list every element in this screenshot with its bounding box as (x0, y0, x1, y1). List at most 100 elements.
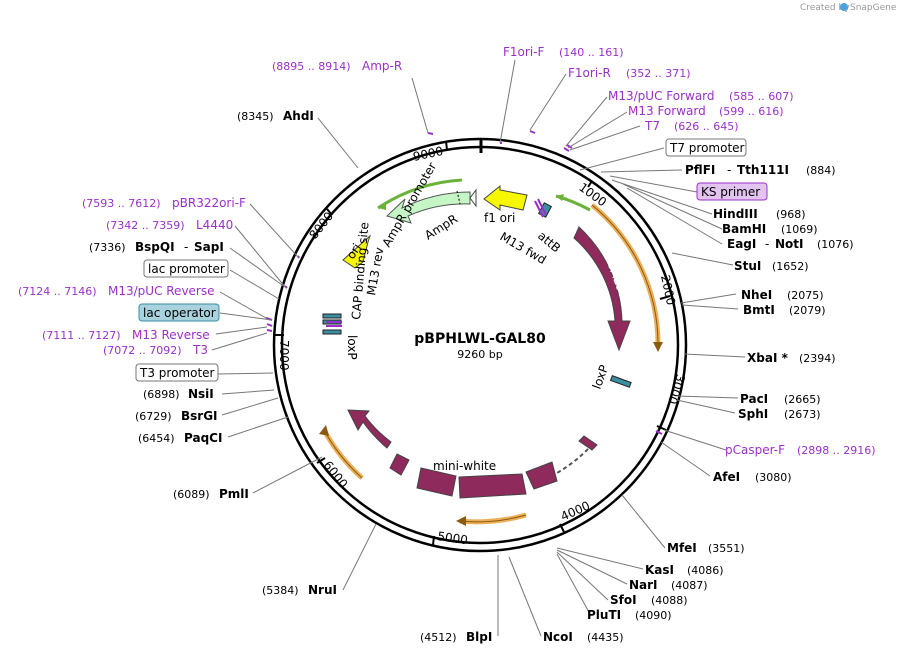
primer-m13pucrev-pos: (7124 .. 7146) (18, 285, 97, 298)
site-hindiii-name: HindIII (713, 207, 758, 221)
site-xbai-pos: (2394) (799, 352, 836, 365)
t3-promoter-box (135, 363, 219, 382)
tick-label-9000: 9000 (412, 144, 445, 164)
site-nhei-name: NheI (741, 288, 772, 302)
miniwhite-seg2 (525, 461, 558, 490)
site-stui-pos: (1652) (772, 260, 809, 273)
site-eagi-pos: (1076) (817, 238, 854, 251)
site-nari-name: NarI (629, 578, 658, 592)
site-eagi-name: EagI (727, 237, 756, 251)
t3-promoter-label: T3 promoter (139, 366, 215, 380)
site-nrui-pos: (5384) (262, 584, 299, 597)
site-nari-pos: (4087) (671, 579, 708, 592)
primer-pbr322-name: pBR322ori-F (172, 196, 246, 210)
primer-f1orir-pos: (352 .. 371) (626, 67, 691, 80)
site-noti-name: NotI (775, 237, 804, 251)
t7-promoter-label: T7 promoter (669, 141, 745, 155)
primer-ampr-pos: (8895 .. 8914) (272, 60, 351, 73)
site-nhei-pos: (2075) (787, 289, 824, 302)
site-ncoi-name: NcoI (543, 630, 573, 644)
site-pluti-name: PluTI (587, 608, 621, 622)
site-ahdi-name: AhdI (283, 109, 314, 123)
attb-primer-1 (537, 198, 547, 216)
miniwhite-seg3 (458, 473, 527, 499)
lac-operator-box (138, 303, 220, 322)
tick-mark-6000 (316, 457, 326, 464)
lacop-box-1 (322, 313, 342, 319)
orf-right-line (591, 204, 659, 346)
site-mfei-pos: (3551) (708, 542, 745, 555)
ampr-promoter-arrowhead (378, 202, 386, 210)
site-nsii-name: NsiI (188, 387, 214, 401)
primer-f1orif-name: F1ori-F (503, 45, 544, 59)
miniwhite-seg5 (389, 453, 410, 476)
f1ori-white-arrow (469, 188, 477, 208)
primer-t7-pos: (626 .. 645) (674, 120, 739, 133)
gal80-arrow (573, 226, 631, 352)
tick-mark-1000 (587, 180, 593, 188)
site-bamhi-pos: (1069) (781, 223, 818, 236)
leader-lines (211, 59, 746, 637)
orf-left-arrowhead (319, 425, 329, 436)
site-bspqi-pos: (7336) (89, 241, 126, 254)
site-bsrgi-name: BsrGI (181, 409, 218, 423)
site-paci-name: PacI (740, 392, 768, 406)
miniwhite-dash1 (556, 448, 589, 474)
primer-m13pucfwd-name: M13/pUC Forward (608, 89, 715, 103)
lac-promoter-label: lac promoter (148, 262, 225, 276)
plasmid-size: 9260 bp (457, 348, 502, 361)
primer-ampr-name: Amp-R (362, 59, 402, 73)
site-pmli-pos: (6089) (173, 488, 210, 501)
credit-prefix: Created by (800, 3, 850, 13)
site-paqci-pos: (6454) (138, 432, 175, 445)
tick-mark-4000 (559, 523, 565, 533)
tick-mark-8000 (326, 208, 333, 216)
f1ori-label: f1 ori (484, 211, 515, 225)
miniwhite-label: mini-white (433, 459, 496, 473)
lac-promoter-box (143, 259, 229, 278)
tick-label-7000: 7000 (277, 340, 291, 371)
miniwhite-seg4 (416, 467, 457, 497)
site-nsii-pos: (6898) (143, 388, 180, 401)
site-pmli-name: PmlI (219, 487, 249, 501)
site-blpi-pos: (4512) (420, 631, 457, 644)
site-sphi-name: SphI (738, 407, 768, 421)
site-nrui-name: NruI (308, 583, 337, 597)
ks-primer-box (696, 182, 768, 201)
miniwhite-seg6 (347, 409, 392, 449)
primer-m13rev-name: M13 Reverse (132, 328, 210, 342)
primer-pbr322-pos: (7593 .. 7612) (82, 197, 161, 210)
site-sfoi-pos: (4088) (651, 594, 688, 607)
site-mfei-name: MfeI (667, 541, 697, 555)
tick-label-2000: 2000 (658, 274, 678, 307)
site-kasi-pos: (4086) (687, 564, 724, 577)
lac-operator-label: lac operator (143, 306, 216, 320)
site-afei-pos: (3080) (755, 471, 792, 484)
ori-arrow (342, 234, 372, 269)
orf-bottom-arrowhead (456, 516, 466, 526)
primer-pcasper-name: pCasper-F (725, 443, 785, 457)
site-blpi-name: BlpI (466, 630, 492, 644)
site-eagi-sep: - (765, 237, 769, 251)
orf-right-arrowhead (653, 342, 663, 352)
site-stui-name: StuI (734, 259, 761, 273)
site-pluti-pos: (4090) (635, 609, 672, 622)
loxp-left-box (322, 329, 342, 335)
loxp-left-label: loxP (345, 335, 359, 360)
primer-t3-name: T3 (192, 343, 208, 357)
primer-pcasper-pos: (2898 .. 2916) (797, 444, 876, 457)
credit-brand: SnapGene (850, 3, 897, 13)
site-bspqi-name: BspQI (135, 240, 175, 254)
primer-l4440-name: L4440 (196, 218, 233, 232)
features: ori GAL80 loxP mini (319, 160, 663, 526)
tick-label-3000: 3000 (665, 373, 688, 406)
tick-mark-3000 (656, 425, 667, 431)
tick-mark-2000 (659, 295, 671, 300)
f1ori-arrow (483, 184, 528, 211)
site-tth111i-name: Tth111I (737, 163, 789, 177)
loxp-right-label: loxP (590, 363, 612, 391)
primer-m13fwd-name: M13 Forward (628, 104, 706, 118)
primer-l4440-pos: (7342 .. 7359) (106, 219, 185, 232)
primer-t3-pos: (7072 .. 7092) (103, 344, 182, 357)
